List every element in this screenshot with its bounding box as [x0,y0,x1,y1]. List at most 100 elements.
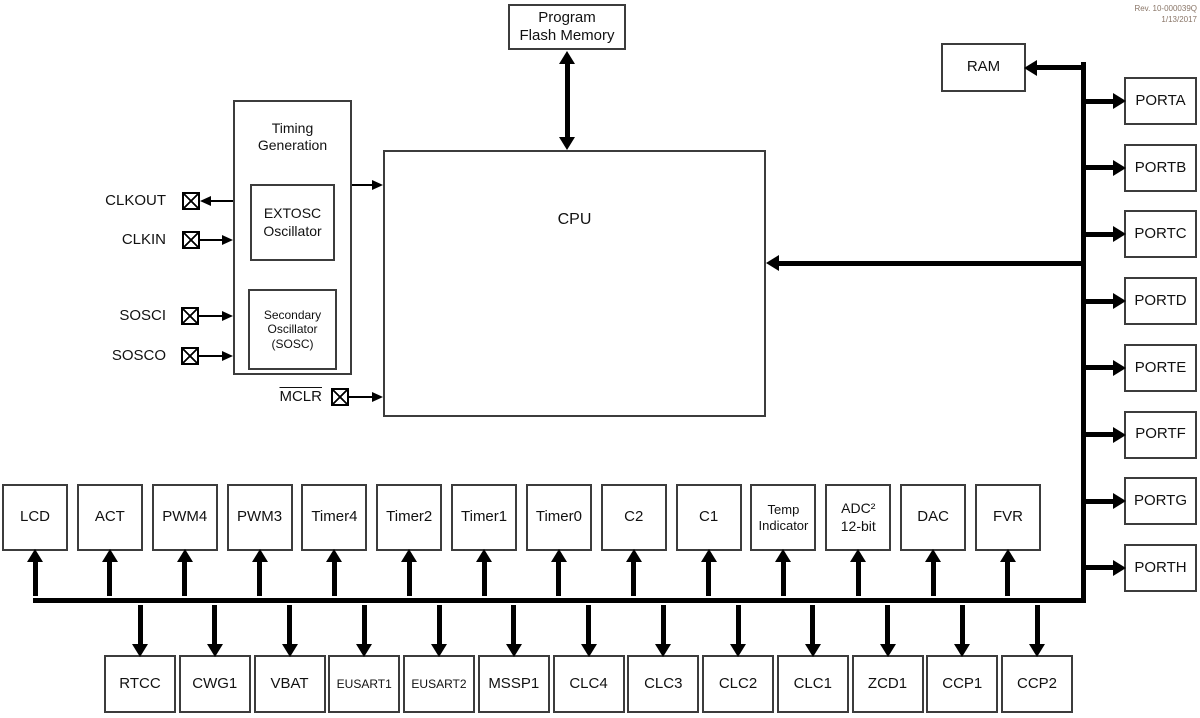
bus-arrow-up [476,549,493,596]
arrowhead-right-icon [1113,93,1126,109]
timing-generation-block: Timing Generation EXTOSC Oscillator Seco… [233,100,352,375]
clkout-pin-label: CLKOUT [105,192,166,209]
flash-cpu-bus-arrow [559,51,575,150]
extosc-oscillator-label: EXTOSC Oscillator [263,205,322,239]
arrowhead-down-icon [954,644,971,657]
bus-arrow-down [580,605,597,657]
bus-arrow-port [1086,426,1126,443]
secondary-oscillator-label: Secondary Oscillator (SOSC) [263,307,322,351]
sosco-pin-pad-icon [181,347,199,365]
clkout-arrow [200,196,233,206]
mclr-pin-pad-icon [331,388,349,406]
sosci-pin-pad-icon [181,307,199,325]
mclr-pin-label: MCLR [279,388,322,405]
clkin-pin-label: CLKIN [121,231,166,248]
peripheral-clc4: CLC4 [552,605,625,713]
arrowhead-right-icon [1113,426,1126,443]
arrowhead-down-icon [356,644,373,657]
arrowhead-up-icon [999,549,1016,562]
cpu-block: CPU [383,150,766,417]
bus-arrow-port [1086,93,1126,109]
port-b-block: PORTB [1086,143,1197,192]
peripheral-timer2: Timer2 [376,484,443,596]
bus-arrow-up [326,549,343,596]
bus-arrow-down [954,605,971,657]
arrowhead-right-icon [1113,559,1126,576]
peripheral-pwm4: PWM4 [151,484,218,596]
revision-date: 1/13/2017 [1161,14,1197,24]
arrowhead-up-icon [476,549,493,562]
peripheral-timer4: Timer4 [301,484,368,596]
sosco-pin-label: SOSCO [111,347,166,364]
ram-label: RAM [966,58,1001,76]
ports-column: PORTA PORTB PORTC PORTD PORTE PORTF PORT… [1086,77,1197,592]
peripheral-pwm3: PWM3 [226,484,293,596]
arrowhead-right-icon [372,180,383,190]
arrowhead-down-icon [730,644,746,657]
arrowhead-right-icon [1113,293,1126,310]
port-b-label: PORTB [1134,158,1187,176]
peripheral-eusart2: EUSART2 [403,605,475,713]
port-d-block: PORTD [1086,277,1197,326]
arrowhead-left-icon [766,255,779,271]
program-flash-memory-label: Program Flash Memory [519,8,615,44]
arrowhead-right-icon [1113,359,1126,376]
peripheral-act: ACT [76,484,143,596]
arrowhead-up-icon [775,549,792,562]
arrowhead-down-icon [879,644,896,657]
peripheral-mssp1: MSSP1 [477,605,550,713]
bus-arrow-up [625,549,642,596]
port-g-label: PORTG [1133,492,1188,510]
peripheral-ccp1: CCP1 [926,605,999,713]
port-c-block: PORTC [1086,210,1197,259]
peripheral-ccp2: CCP2 [1001,605,1073,713]
bus-arrow-up [999,549,1016,596]
port-e-block: PORTE [1086,343,1197,392]
bus-arrow-up [925,549,942,596]
arrowhead-down-icon [281,644,298,657]
bus-arrow-down [431,605,447,657]
arrowhead-right-icon [1113,493,1126,510]
bus-arrow-down [879,605,896,657]
arrowhead-up-icon [559,51,575,64]
arrowhead-down-icon [431,644,447,657]
arrowhead-down-icon [804,644,821,657]
peripheral-timer1: Timer1 [451,484,518,596]
program-flash-memory-block: Program Flash Memory [508,4,626,50]
bus-arrow-port [1086,159,1126,176]
peripheral-rtcc: RTCC [104,605,176,713]
peripheral-lcd: LCD [2,484,68,596]
arrowhead-right-icon [222,351,233,361]
clkin-pin-pad-icon [182,231,200,249]
secondary-oscillator-block: Secondary Oscillator (SOSC) [248,289,337,370]
bus-arrow-down [730,605,746,657]
peripheral-adc: ADC² 12-bit [825,484,892,596]
arrowhead-down-icon [505,644,522,657]
bus-arrow-port [1086,493,1126,510]
arrowhead-up-icon [925,549,942,562]
peripheral-cwg1: CWG1 [178,605,251,713]
arrowhead-right-icon [222,311,233,321]
bus-to-ram-arrow [1024,59,1081,76]
peripheral-timer0: Timer0 [525,484,592,596]
extosc-oscillator-block: EXTOSC Oscillator [250,184,335,261]
arrowhead-up-icon [101,549,118,562]
bus-arrow-port [1086,359,1126,376]
data-bus-vertical [1081,62,1086,603]
peripheral-clc3: CLC3 [627,605,700,713]
port-f-block: PORTF [1086,410,1197,459]
arrowhead-down-icon [580,644,597,657]
data-bus-horizontal [33,598,1086,603]
bus-arrow-port [1086,226,1126,243]
sosco-arrow [199,351,233,361]
timing-to-cpu-arrow [352,180,383,190]
arrowhead-up-icon [850,549,867,562]
bus-arrow-down [356,605,373,657]
bus-arrow-down [1029,605,1045,657]
port-h-label: PORTH [1134,558,1187,576]
arrowhead-down-icon [206,644,223,657]
arrowhead-down-icon [559,137,575,150]
bus-arrow-port [1086,293,1126,310]
revision-number: Rev. 10-000039Q [1134,4,1197,13]
bus-arrow-port [1086,559,1126,576]
